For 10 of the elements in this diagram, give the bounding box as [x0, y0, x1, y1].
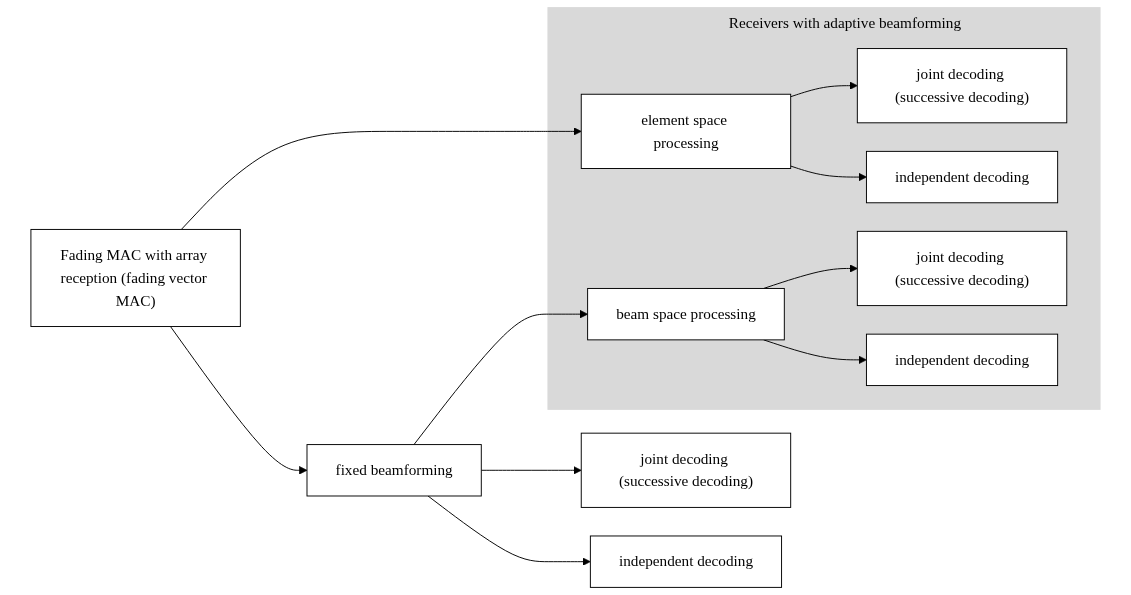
- node-box: beam space processing: [587, 288, 785, 341]
- node-box: joint decoding (successive decoding): [580, 432, 792, 508]
- node-box: fixed beamforming: [306, 444, 482, 497]
- node-box: Fading MAC with array reception (fading vector MAC): [30, 228, 241, 327]
- node-box: independent decoding: [865, 333, 1059, 387]
- node-box: element space processing: [580, 93, 792, 169]
- node-box: joint decoding (successive decoding): [856, 230, 1068, 307]
- node-box: joint decoding (successive decoding): [856, 48, 1068, 124]
- node-box: independent decoding: [865, 150, 1059, 204]
- node-box: independent decoding: [589, 535, 783, 588]
